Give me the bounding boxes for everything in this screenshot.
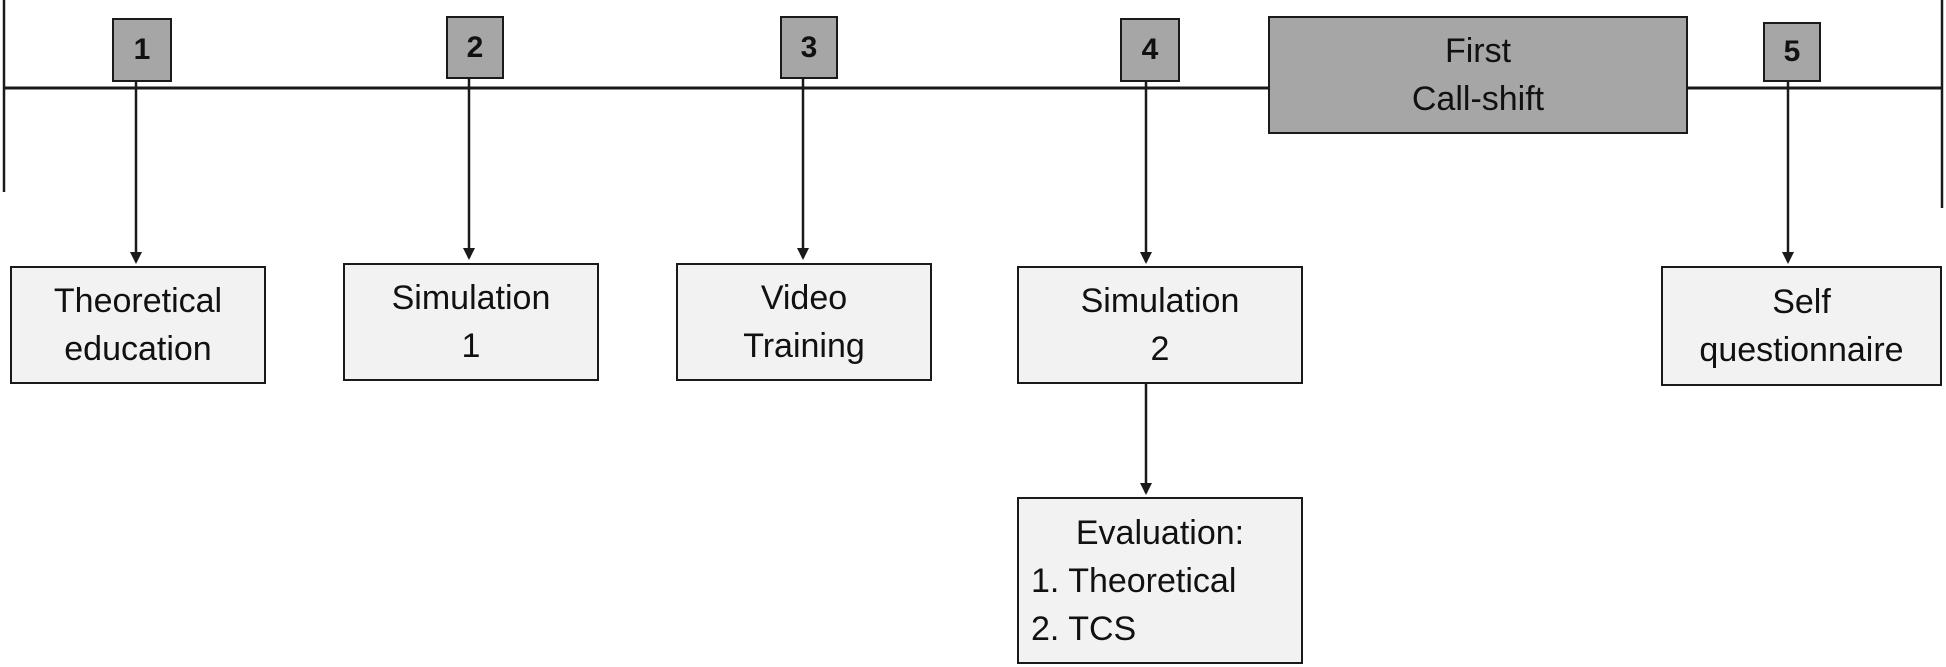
theoretical-education-box: Theoretical education [10,266,266,384]
box-line-2: questionnaire [1699,331,1904,369]
box-line-1: Video [760,279,848,317]
self-questionnaire-box: Self questionnaire [1661,266,1942,386]
step-number: 1 [133,33,151,66]
step-marker-4: 4 [1120,18,1180,82]
step-number: 2 [466,30,484,64]
box-line-2: education [64,330,212,368]
step-marker-2: 2 [446,16,504,79]
call-shift-line-1: First [1444,32,1512,70]
box-line-2: 1 [461,327,481,365]
first-call-shift-box: First Call-shift [1268,16,1688,134]
simulation-1-box: Simulation 1 [343,263,599,381]
step-number: 3 [800,30,818,64]
call-shift-line-2: Call-shift [1411,80,1545,118]
step-marker-5: 5 [1763,22,1821,82]
step-marker-1: 1 [112,18,172,82]
step-number: 5 [1783,35,1801,68]
evaluation-item-2: 2. TCS [1031,609,1137,648]
box-line-1: Simulation [1080,282,1240,320]
box-line-2: Training [743,327,865,365]
box-line-2: 2 [1150,330,1170,368]
box-line-1: Theoretical [53,282,223,320]
video-training-box: Video Training [676,263,932,381]
box-line-1: Self [1772,283,1831,321]
step-number: 4 [1141,33,1159,66]
evaluation-heading: Evaluation: [1075,513,1245,552]
step-marker-3: 3 [780,16,838,79]
evaluation-box: Evaluation: 1. Theoretical 2. TCS [1017,497,1303,664]
box-line-1: Simulation [391,279,551,317]
simulation-2-box: Simulation 2 [1017,266,1303,384]
evaluation-item-1: 1. Theoretical [1031,561,1237,600]
